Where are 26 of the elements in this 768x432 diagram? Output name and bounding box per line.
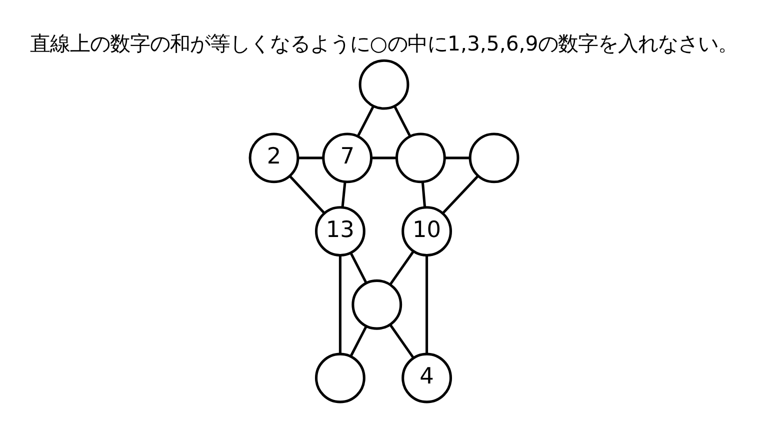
connector	[426, 256, 428, 354]
node-circle	[395, 132, 446, 184]
node-circle	[358, 59, 410, 110]
connector	[421, 182, 426, 208]
connector	[338, 256, 342, 354]
node-circle	[468, 132, 520, 184]
connector	[444, 156, 470, 160]
node-circle: 7	[322, 132, 373, 184]
connector	[389, 324, 414, 359]
node-circle: 13	[314, 206, 366, 256]
node-circle: 2	[248, 132, 300, 184]
connector	[350, 326, 368, 357]
connector	[350, 252, 368, 284]
connector	[371, 156, 396, 160]
node-circle: 4	[402, 352, 452, 404]
connector	[298, 156, 324, 160]
connector	[393, 106, 412, 137]
connector	[356, 106, 375, 137]
connector	[289, 175, 326, 214]
connector	[341, 182, 346, 208]
node-circle	[314, 352, 366, 404]
connector	[389, 250, 414, 286]
diagram-title: 直線上の数字の和が等しくなるように○の中に1,3,5,6,9の数字を入れなさい。	[30, 31, 738, 56]
node-circle: 10	[402, 206, 452, 256]
connector	[442, 174, 480, 214]
node-circle	[352, 279, 402, 330]
